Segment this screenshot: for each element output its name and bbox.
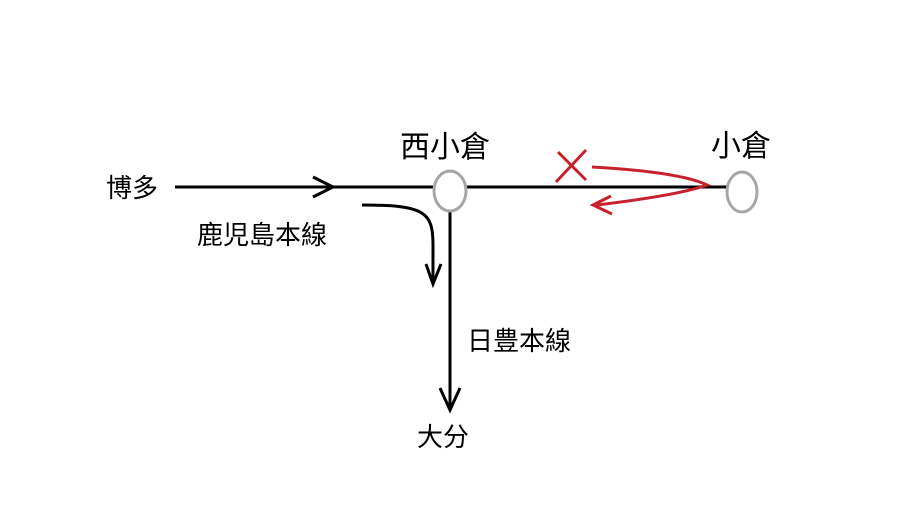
- backtrack-path: [591, 165, 711, 207]
- nishi-kokura-station-label: 西小倉: [400, 130, 490, 165]
- nippo-line-label: 日豊本線: [467, 327, 571, 357]
- cross-icon: [554, 148, 588, 184]
- kagoshima-line-label: 鹿児島本線: [197, 221, 327, 251]
- oita-arrowhead: [438, 387, 462, 414]
- kokura-station-label: 小倉: [711, 129, 771, 164]
- nishi-kokura-station-marker: [432, 169, 468, 213]
- eastbound-arrowhead: [312, 175, 337, 199]
- through-route-arrowhead: [424, 263, 443, 289]
- kokura-station-marker: [725, 170, 759, 214]
- backtrack-arrowhead: [589, 194, 613, 216]
- hakata-destination-label: 博多: [106, 174, 158, 204]
- oita-destination-label: 大分: [417, 423, 469, 453]
- through-route-turn-arrow: [361, 203, 435, 282]
